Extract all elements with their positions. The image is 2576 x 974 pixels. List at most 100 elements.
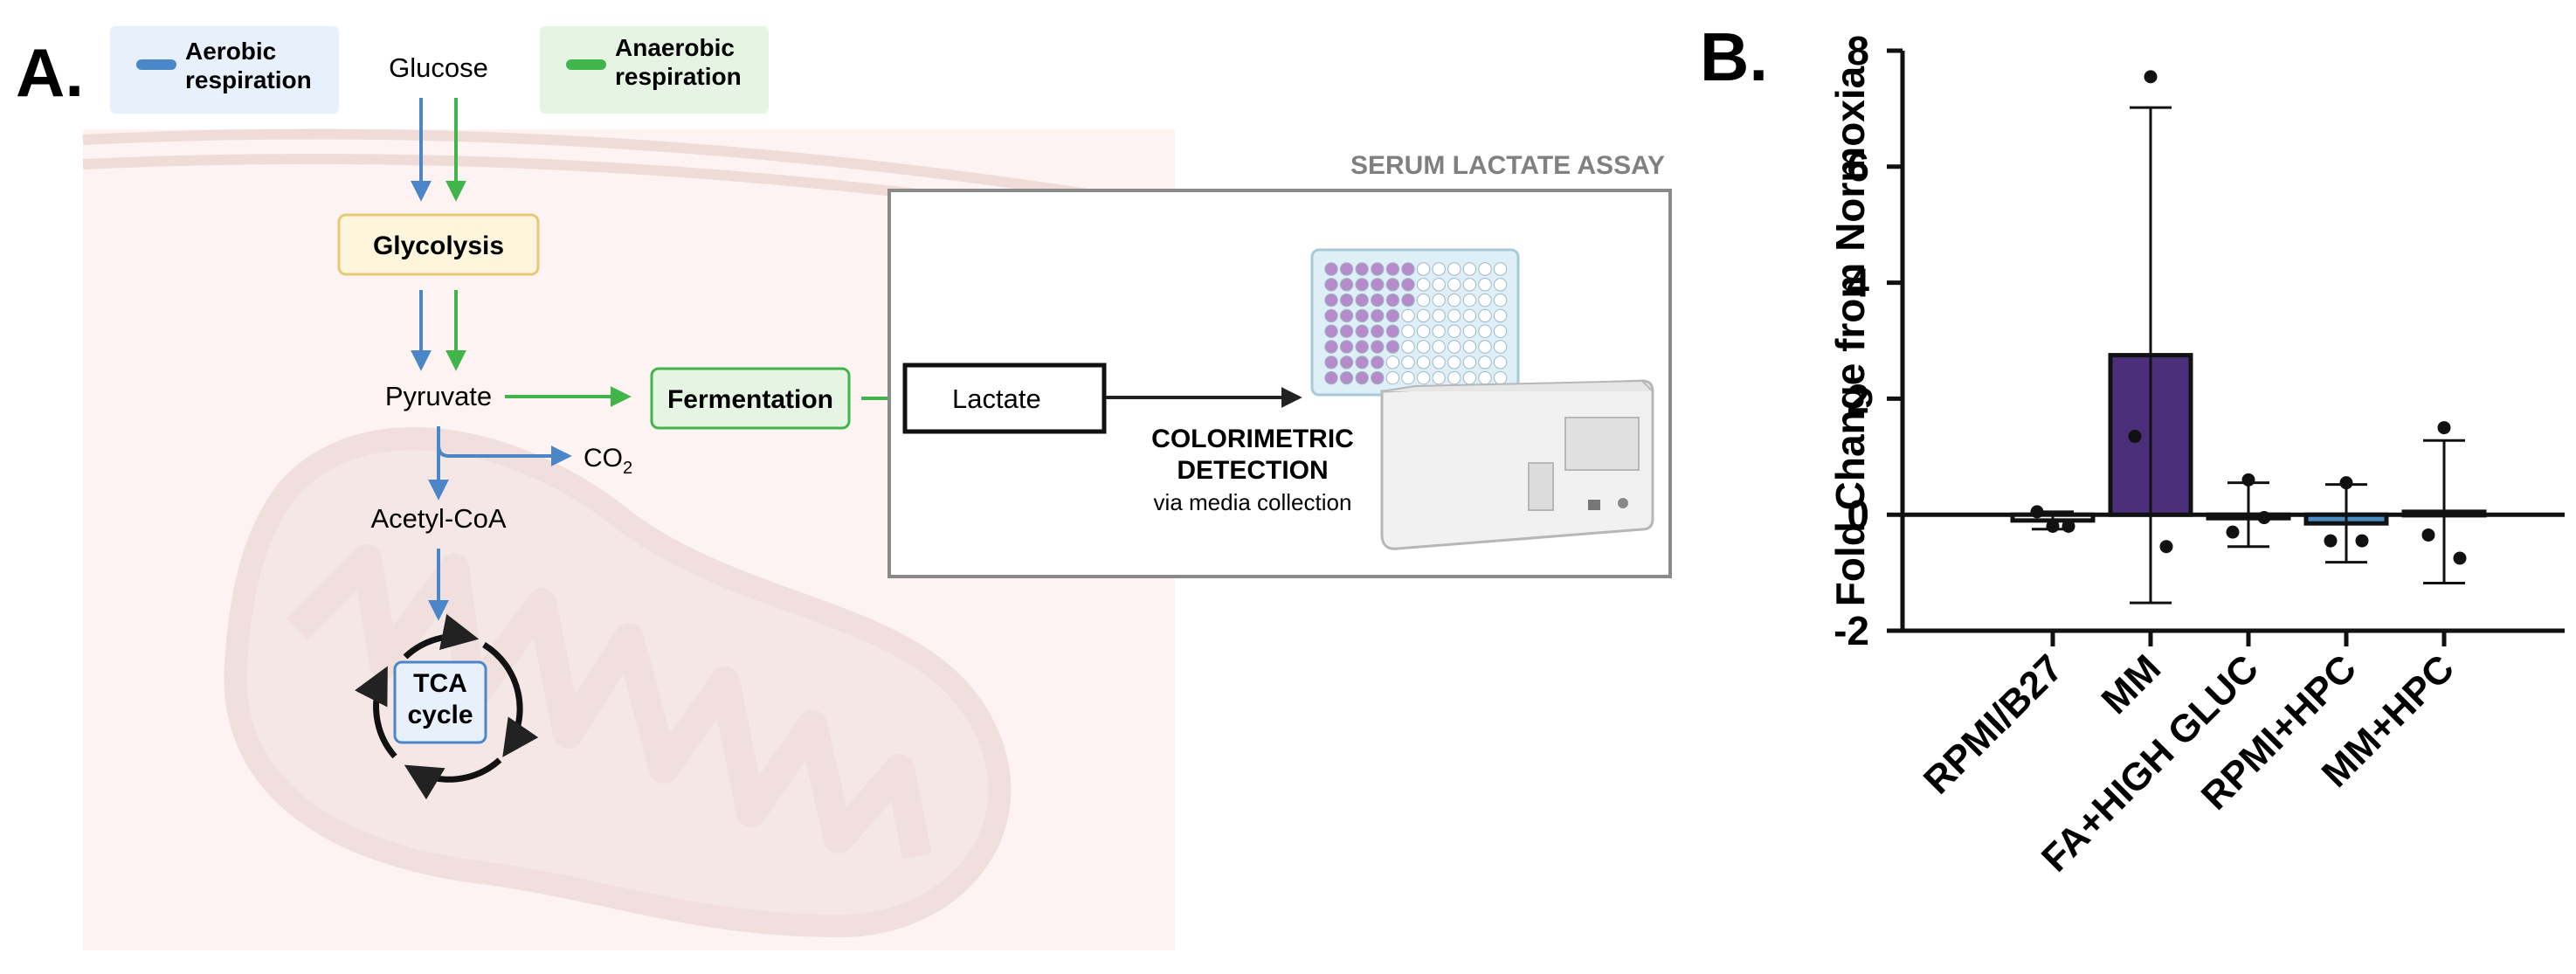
well-4-7: [1432, 324, 1446, 338]
well-3-10: [1478, 308, 1492, 323]
well-0-3: [1371, 262, 1385, 276]
well-4-6: [1416, 324, 1431, 338]
y-tick-label: 2: [1847, 376, 1869, 421]
well-5-0: [1324, 340, 1338, 354]
well-2-3: [1371, 293, 1385, 307]
data-point: [2241, 473, 2255, 487]
x-tick-label: MM: [2094, 646, 2169, 722]
well-5-5: [1401, 340, 1415, 354]
well-6-1: [1339, 356, 1354, 370]
well-1-6: [1416, 278, 1431, 292]
y-tick-label: 4: [1847, 260, 1869, 306]
well-4-0: [1324, 324, 1338, 338]
co2-label: CO2: [584, 444, 632, 478]
panel-b: B. Fold Change from Normoxia -202468RPMI…: [1700, 18, 2565, 881]
well-1-8: [1447, 278, 1461, 292]
well-5-11: [1493, 340, 1508, 354]
well-1-1: [1339, 278, 1354, 292]
well-0-6: [1416, 262, 1431, 276]
well-6-11: [1493, 356, 1508, 370]
well-6-2: [1355, 356, 1369, 370]
well-1-10: [1478, 278, 1492, 292]
y-tick-label: 0: [1847, 492, 1869, 537]
well-7-11: [1493, 370, 1508, 385]
well-3-2: [1355, 308, 1369, 323]
y-tick-label: 6: [1847, 144, 1869, 190]
well-3-1: [1339, 308, 1354, 323]
well-6-9: [1462, 356, 1477, 370]
well-2-5: [1401, 293, 1415, 307]
well-1-4: [1385, 278, 1400, 292]
well-plate-icon: [1310, 248, 1520, 397]
well-6-6: [1416, 356, 1431, 370]
pyruvate-label: Pyruvate: [385, 381, 492, 411]
well-0-0: [1324, 262, 1338, 276]
well-0-2: [1355, 262, 1369, 276]
well-5-10: [1478, 340, 1492, 354]
well-5-6: [1416, 340, 1431, 354]
well-4-5: [1401, 324, 1415, 338]
data-point: [2061, 519, 2075, 533]
y-axis-title: Fold Change from Normoxia: [1827, 66, 1873, 606]
well-6-7: [1432, 356, 1446, 370]
well-1-7: [1432, 278, 1446, 292]
well-3-7: [1432, 308, 1446, 323]
well-7-9: [1462, 370, 1477, 385]
data-point: [2159, 540, 2173, 554]
well-5-1: [1339, 340, 1354, 354]
well-7-3: [1371, 370, 1385, 385]
well-1-3: [1371, 278, 1385, 292]
detection-line2: DETECTION: [1177, 456, 1328, 485]
well-2-6: [1416, 293, 1431, 307]
well-3-5: [1401, 308, 1415, 323]
well-2-0: [1324, 293, 1338, 307]
well-4-11: [1493, 324, 1508, 338]
well-6-8: [1447, 356, 1461, 370]
fermentation-box: [650, 367, 851, 430]
well-7-2: [1355, 370, 1369, 385]
well-7-0: [1324, 370, 1338, 385]
well-5-4: [1385, 340, 1400, 354]
well-4-3: [1371, 324, 1385, 338]
well-5-8: [1447, 340, 1461, 354]
detection-line1: COLORIMETRIC: [1151, 425, 1354, 453]
data-point: [2030, 505, 2044, 519]
well-4-4: [1385, 324, 1400, 338]
data-point: [2257, 511, 2271, 525]
data-point: [2453, 551, 2467, 565]
well-2-10: [1478, 293, 1492, 307]
well-2-1: [1339, 293, 1354, 307]
well-3-8: [1447, 308, 1461, 323]
well-7-6: [1416, 370, 1431, 385]
well-0-10: [1478, 262, 1492, 276]
mitochondrion-illustration: [224, 427, 1012, 938]
data-point: [2144, 70, 2158, 84]
data-point: [2324, 534, 2338, 548]
well-6-5: [1401, 356, 1415, 370]
well-6-3: [1371, 356, 1385, 370]
well-1-0: [1324, 278, 1338, 292]
panel-b-label: B.: [1700, 18, 1768, 95]
well-2-8: [1447, 293, 1461, 307]
data-point: [2128, 430, 2142, 444]
data-point: [2437, 421, 2451, 435]
well-7-7: [1432, 370, 1446, 385]
y-tick-label: 8: [1847, 28, 1869, 73]
well-0-4: [1385, 262, 1400, 276]
well-4-9: [1462, 324, 1477, 338]
well-5-3: [1371, 340, 1385, 354]
well-3-0: [1324, 308, 1338, 323]
well-1-5: [1401, 278, 1415, 292]
glucose-label: Glucose: [389, 52, 488, 83]
well-4-10: [1478, 324, 1492, 338]
well-3-11: [1493, 308, 1508, 323]
well-1-2: [1355, 278, 1369, 292]
well-0-8: [1447, 262, 1461, 276]
well-0-9: [1462, 262, 1477, 276]
